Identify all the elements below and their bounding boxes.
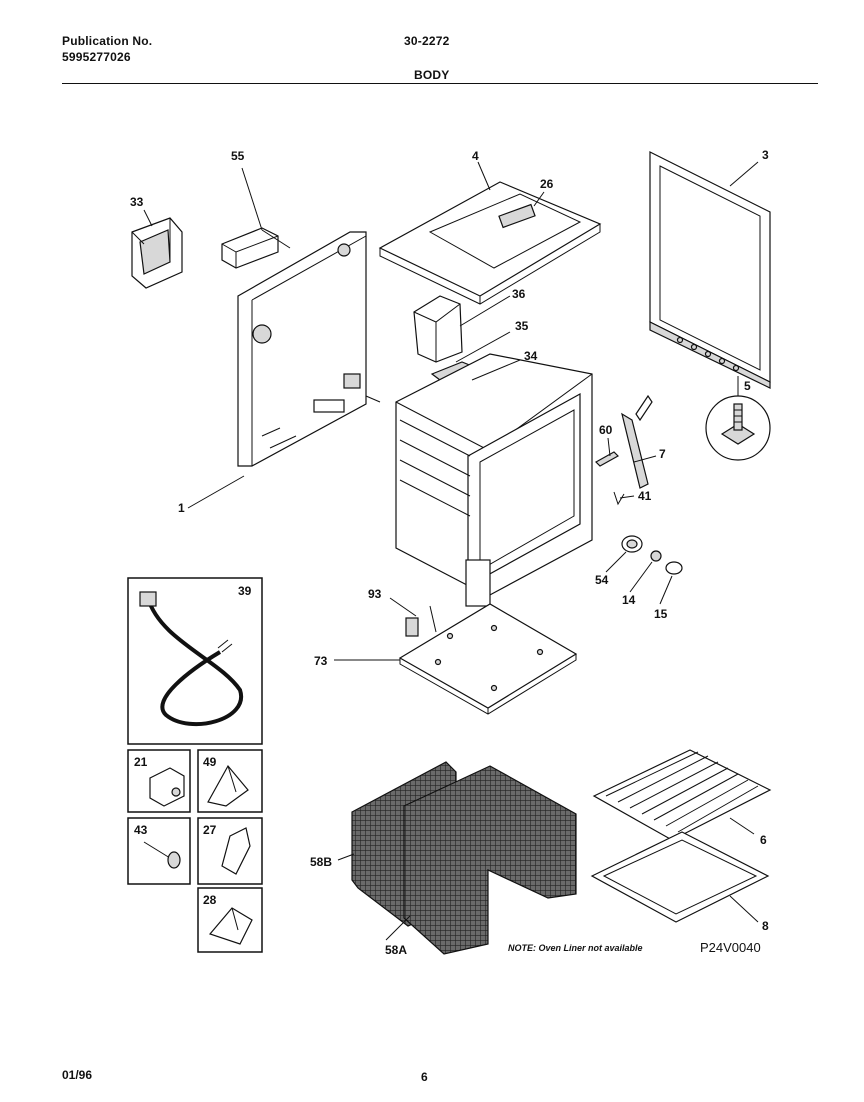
part-58a-liner — [403, 765, 577, 955]
part-15-bulb — [665, 561, 683, 575]
callout-14: 14 — [622, 593, 636, 607]
callout-58b: 58B — [310, 855, 332, 869]
part-54-knob — [621, 535, 643, 553]
callout-41: 41 — [638, 489, 652, 503]
callout-43: 43 — [134, 823, 148, 837]
part-43-screw — [143, 841, 181, 869]
part-55-strip — [221, 227, 279, 269]
footer-date: 01/96 — [62, 1068, 93, 1082]
callout-54: 54 — [595, 573, 609, 587]
part-27-clip — [221, 827, 251, 875]
part-7-hinge — [621, 394, 653, 489]
inset-box-27 — [197, 817, 263, 885]
header-rule — [62, 83, 818, 84]
diagram-code: P24V0040 — [700, 940, 761, 955]
callout-15: 15 — [654, 607, 668, 621]
callout-5: 5 — [744, 379, 751, 393]
page-number: 6 — [421, 1070, 428, 1084]
callout-60: 60 — [599, 423, 613, 437]
callout-49: 49 — [203, 755, 217, 769]
callout-21: 21 — [134, 755, 148, 769]
callout-26: 26 — [540, 177, 554, 191]
callout-1: 1 — [178, 501, 185, 515]
part-1-back-panel — [237, 231, 367, 467]
callout-27: 27 — [203, 823, 217, 837]
part-28-clip — [208, 907, 253, 945]
part-14-washer — [650, 550, 662, 562]
callout-36: 36 — [512, 287, 526, 301]
part-93-bracket — [405, 605, 437, 637]
leader-lines — [143, 161, 759, 941]
part-36-duct — [413, 295, 463, 363]
callout-28: 28 — [203, 893, 217, 907]
callout-35: 35 — [515, 319, 529, 333]
publication-label: Publication No. — [62, 34, 153, 48]
part-49-bracket — [207, 764, 249, 807]
oven-body — [395, 353, 593, 607]
part-3-side-panel — [649, 151, 771, 389]
callout-7: 7 — [659, 447, 666, 461]
part-4-top-frame — [378, 181, 602, 305]
callout-3: 3 — [762, 148, 769, 162]
part-33-bracket — [131, 217, 183, 289]
publication-number: 5995277026 — [62, 50, 131, 64]
callout-34: 34 — [524, 349, 538, 363]
callout-33: 33 — [130, 195, 144, 209]
callout-39: 39 — [238, 584, 252, 598]
callout-6: 6 — [760, 833, 767, 847]
section-title: BODY — [414, 68, 450, 82]
callout-8: 8 — [762, 919, 769, 933]
part-21-connector — [149, 767, 185, 807]
callout-58a: 58A — [385, 943, 407, 957]
callout-4: 4 — [472, 149, 479, 163]
part-39-power-cord — [139, 591, 244, 727]
document-code: 30-2272 — [404, 34, 450, 48]
callout-55: 55 — [231, 149, 245, 163]
part-73-bottom-panel — [398, 603, 578, 715]
part-8-broiler-pan — [590, 831, 770, 923]
callout-93: 93 — [368, 587, 382, 601]
part-5-leveling-leg — [705, 376, 771, 461]
oven-liner-note: NOTE: Oven Liner not available — [508, 943, 643, 953]
part-6-oven-rack — [592, 749, 772, 841]
part-60-clip — [595, 451, 619, 467]
callout-73: 73 — [314, 654, 328, 668]
